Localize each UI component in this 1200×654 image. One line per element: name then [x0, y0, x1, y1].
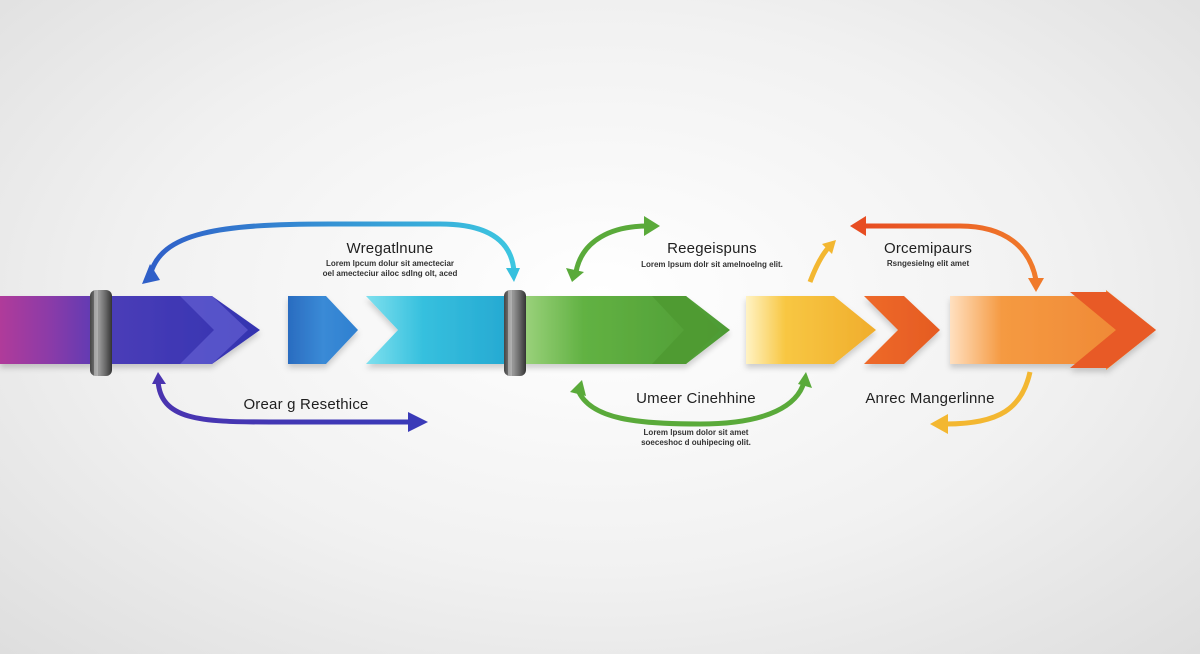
pipe-ring-middle — [504, 290, 526, 376]
bottom-right-cycle-arrow — [945, 371, 1033, 427]
purple-pipe-segment — [0, 296, 100, 364]
pipe-ring-left — [90, 290, 112, 376]
top-right-body: Rsngesielng elit amet — [886, 259, 970, 268]
green-chevron — [652, 296, 720, 364]
top-left-body: Lorem lpcum dolur sit amecteciar oel ame… — [322, 259, 458, 278]
orange-chevron-segment — [864, 296, 940, 364]
indigo-chevron — [180, 296, 248, 364]
orange-final-chevron — [1070, 292, 1156, 368]
cyan-arrow-segment — [366, 296, 508, 364]
bottom-mid-body: Lorem lpsum dolor sit amet soeceshoc d o… — [641, 428, 751, 447]
blue-arrow-segment — [288, 296, 358, 364]
top-mid-cycle-arrow — [573, 223, 649, 273]
bottom-left-arrowhead — [408, 412, 428, 432]
bottom-right-title: Anrec Mangerlinne — [865, 390, 995, 407]
bottom-mid-cycle-arrow — [575, 381, 807, 427]
yellow-arrow-segment — [746, 296, 876, 364]
top-right-title: Orcemipaurs — [883, 240, 973, 257]
bottom-left-title: Orear g Resethice — [243, 396, 369, 413]
top-left-title: Wregatlnune — [346, 240, 434, 257]
top-left-cycle-arrow — [147, 221, 517, 277]
top-left-arrowhead-right — [506, 268, 520, 282]
top-left-arrowhead — [142, 264, 160, 284]
bottom-mid-title: Umeer Cinehhine — [636, 390, 756, 407]
top-mid-body: Lorem lpsum dolr sit amelnoelng elit. — [641, 260, 783, 269]
bottom-left-cycle-arrow — [155, 379, 410, 425]
top-right-yellow-arrow — [807, 244, 832, 283]
top-mid-title: Reegeispuns — [667, 240, 757, 257]
main-flow-band — [0, 290, 1156, 370]
top-right-cycle-arrow — [866, 223, 1039, 281]
